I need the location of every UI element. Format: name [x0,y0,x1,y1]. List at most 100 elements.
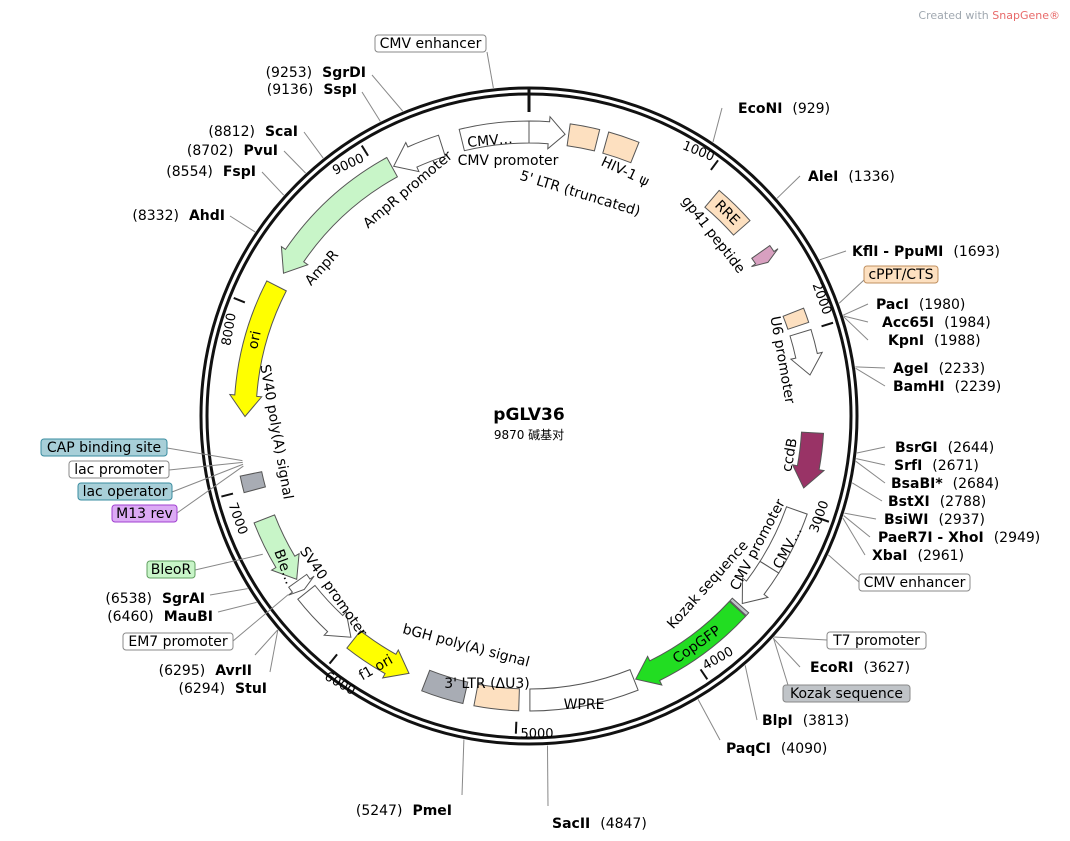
feature-ori[interactable] [228,280,287,418]
enzyme-label[interactable]: BsiWI(2937) [884,512,985,528]
feature-rre[interactable] [704,189,751,236]
enzyme-leader-line [851,482,883,502]
enzyme-label[interactable]: BstXI(2788) [888,494,986,510]
enzyme-site[interactable]: Acc65I(1984) [882,315,991,331]
enzyme-label[interactable]: (8702)PvuI [187,143,278,159]
enzyme-site[interactable]: SacII(4847) [552,816,647,832]
enzyme-label[interactable]: (6460)MauBI [107,609,213,625]
feature-callout[interactable]: cPPT/CTS [863,265,939,284]
feature-callout[interactable]: M13 rev [111,504,178,523]
feature-3-ltr-u3-[interactable] [473,683,520,712]
enzyme-site[interactable]: (9136)SspI [267,82,357,98]
enzyme-label[interactable]: EcoNI(929) [738,101,830,117]
enzyme-label[interactable]: BsaBI*(2684) [891,476,999,492]
enzyme-site[interactable]: PaqCI(4090) [726,741,827,757]
enzyme-site[interactable]: (8702)PvuI [187,143,278,159]
enzyme-site[interactable]: XbaI(2961) [872,548,964,564]
enzyme-site[interactable]: (5247)PmeI [356,803,452,819]
enzyme-label[interactable]: BsrGI(2644) [895,440,994,456]
enzyme-label[interactable]: AgeI(2233) [893,361,985,377]
feature-u6-promoter[interactable] [789,328,824,376]
enzyme-site[interactable]: BlpI(3813) [762,713,849,729]
enzyme-label[interactable]: (8554)FspI [166,164,256,180]
enzyme-label[interactable]: (6295)AvrII [159,663,252,679]
enzyme-label[interactable]: SrfI(2671) [894,458,979,474]
enzyme-label[interactable]: KpnI(1988) [888,333,981,349]
enzyme-site[interactable]: (8554)FspI [166,164,256,180]
feature-callout[interactable]: lac promoter [68,460,170,479]
enzyme-label[interactable]: (6294)StuI [178,681,267,697]
enzyme-site[interactable]: BsaBI*(2684) [891,476,999,492]
feature-callout[interactable]: lac operator [77,482,173,501]
feature-sv40-poly-a-signal[interactable] [239,471,267,494]
enzyme-site[interactable]: (8332)AhdI [132,208,225,224]
enzyme-site[interactable]: BsiWI(2937) [884,512,985,528]
feature-bgh-poly-a-signal[interactable] [421,669,469,705]
enzyme-site[interactable]: EcoRI(3627) [810,660,910,676]
feature-callout[interactable]: CMV enhancer [858,573,971,592]
feature-wpre[interactable] [529,668,639,712]
enzyme-label[interactable]: (5247)PmeI [356,803,452,819]
feature-callout[interactable]: CMV enhancer [374,34,487,53]
feature-copgfp[interactable] [634,600,747,686]
enzyme-label[interactable]: (9136)SspI [267,82,357,98]
feature-ampr[interactable] [280,156,399,274]
enzyme-site[interactable]: AgeI(2233) [893,361,985,377]
enzyme-label[interactable]: (9253)SgrDI [266,65,366,81]
enzyme-label[interactable]: XbaI(2961) [872,548,964,564]
enzyme-site[interactable]: KflI - PpuMI(1693) [852,244,1000,260]
enzyme-site[interactable]: (6538)SgrAI [105,591,205,607]
enzyme-position: (1980) [919,297,966,313]
enzyme-site[interactable]: BstXI(2788) [888,494,986,510]
enzyme-site[interactable]: (9253)SgrDI [266,65,366,81]
enzyme-site[interactable]: KpnI(1988) [888,333,981,349]
enzyme-label[interactable]: KflI - PpuMI(1693) [852,244,1000,260]
enzyme-site[interactable]: (6295)AvrII [159,663,252,679]
enzyme-position: (2644) [948,440,995,456]
enzyme-label[interactable]: (8332)AhdI [132,208,225,224]
enzyme-site[interactable]: BsrGI(2644) [895,440,994,456]
feature-gp41-peptide[interactable] [751,244,779,268]
feature-ampr-promoter[interactable] [392,134,446,173]
feature-kozak-sequence[interactable] [729,597,750,617]
feature-callout[interactable]: EM7 promoter [122,632,234,651]
feature-cmv-promoter[interactable] [741,560,780,605]
enzyme-label[interactable]: (6538)SgrAI [105,591,205,607]
enzyme-site[interactable]: PaeR7I - XhoI(2949) [878,530,1040,546]
enzyme-site[interactable]: BamHI(2239) [893,379,1001,395]
enzyme-label[interactable]: BamHI(2239) [893,379,1001,395]
enzyme-site[interactable]: PacI(1980) [876,297,965,313]
tick-label: 3000 [807,499,832,535]
enzyme-label[interactable]: PaeR7I - XhoI(2949) [878,530,1040,546]
enzyme-label[interactable]: PacI(1980) [876,297,965,313]
enzyme-site[interactable]: SrfI(2671) [894,458,979,474]
enzyme-label[interactable]: (8812)ScaI [208,124,298,140]
feature-callout[interactable]: BleoR [146,560,196,579]
enzyme-site[interactable]: EcoNI(929) [738,101,830,117]
enzyme-site[interactable]: (6294)StuI [178,681,267,697]
enzyme-label[interactable]: BlpI(3813) [762,713,849,729]
feature-sv40-promoter[interactable] [297,584,352,638]
feature-f1-ori[interactable] [346,630,410,679]
feature-callout[interactable]: CAP binding site [40,438,168,457]
enzyme-label[interactable]: SacII(4847) [552,816,647,832]
feature-cppt-cts[interactable] [782,307,810,330]
enzyme-name: BamHI [893,379,945,395]
enzyme-label[interactable]: PaqCI(4090) [726,741,827,757]
enzyme-site[interactable]: AleI(1336) [808,169,895,185]
enzyme-label[interactable]: EcoRI(3627) [810,660,910,676]
enzyme-label[interactable]: AleI(1336) [808,169,895,185]
feature-em7-promoter[interactable] [287,573,315,596]
feature-callout[interactable]: Kozak sequence [782,684,911,703]
enzyme-label[interactable]: Acc65I(1984) [882,315,991,331]
feature-hiv-1-[interactable] [602,131,640,164]
enzyme-leader-line [712,107,723,143]
callout-label: CMV enhancer [380,36,482,52]
enzyme-site[interactable]: (8812)ScaI [208,124,298,140]
feature-callout[interactable]: T7 promoter [826,631,927,650]
feature-bleor[interactable] [253,514,300,580]
feature-ccdb[interactable] [791,431,826,489]
feature-5-ltr-truncated-[interactable] [566,123,601,152]
enzyme-site[interactable]: (6460)MauBI [107,609,213,625]
feature-cmv-promoter[interactable] [528,115,566,150]
